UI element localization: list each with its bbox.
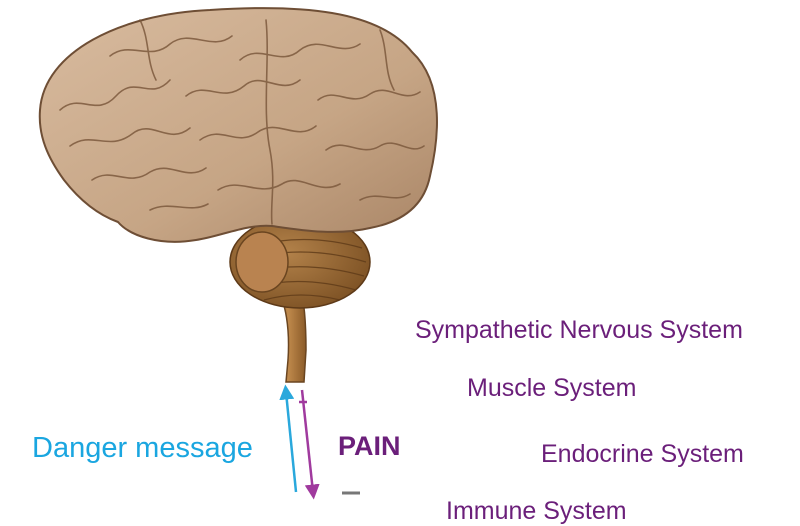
pain-label: PAIN (338, 433, 401, 460)
immune-system-label: Immune System (446, 499, 627, 524)
sympathetic-nervous-system-label: Sympathetic Nervous System (415, 318, 743, 343)
danger-message-label: Danger message (32, 434, 253, 463)
pons (236, 232, 288, 292)
danger-message-arrow-up (286, 392, 296, 492)
brain-illustration (40, 8, 437, 382)
endocrine-system-label: Endocrine System (541, 442, 744, 467)
muscle-system-label: Muscle System (467, 376, 636, 401)
pain-arrow-down (302, 390, 313, 492)
cerebrum (40, 8, 437, 242)
